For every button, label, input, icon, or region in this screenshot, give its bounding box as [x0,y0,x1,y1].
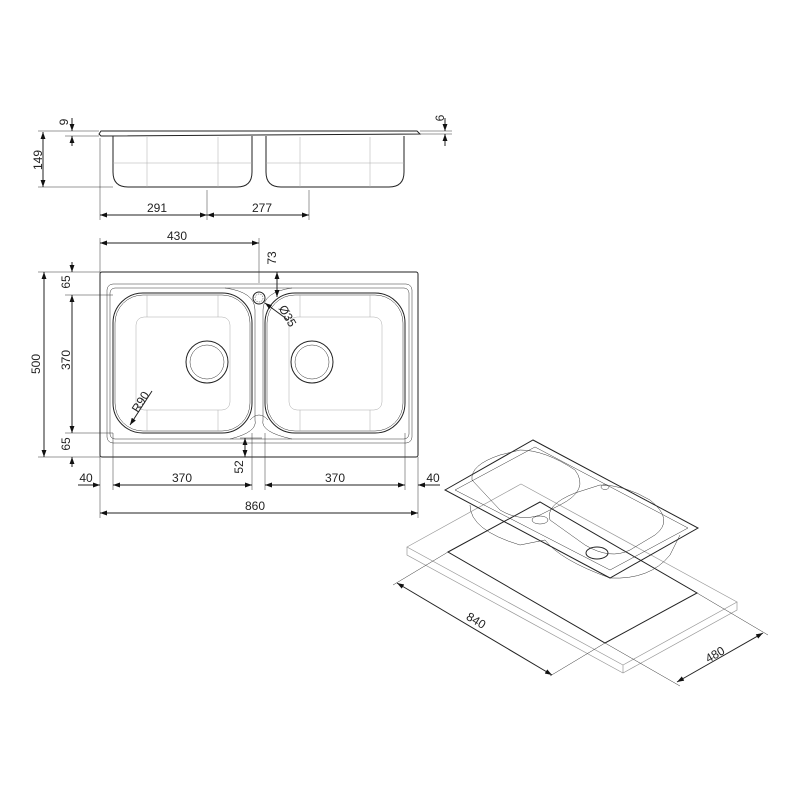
dim-corner-radius: R90 [129,389,153,415]
dim-flange-right: 6 [433,114,447,121]
dim-overall-depth: 500 [29,354,43,374]
dim-divider-offset: 52 [232,460,246,474]
dim-depth: 149 [31,150,45,170]
dim-bowl-right-width: 277 [252,201,272,215]
dim-cutout-width: 840 [464,609,489,631]
dim-tap-offset: 430 [167,229,187,243]
dim-bowl-right: 370 [325,471,345,485]
dim-margin-bottom: 65 [59,437,73,451]
dim-margin-left: 40 [79,471,93,485]
dim-tap-hole: Ø35 [276,303,300,330]
dim-flange-left: 9 [57,118,71,125]
dim-overall-width: 860 [245,499,265,513]
dim-bowl-left-width: 291 [147,201,167,215]
tap-hole [252,291,266,305]
plan-view: 430 73 Ø35 500 65 370 65 R90 52 40 370 3… [29,229,440,518]
dim-cutout-depth: 480 [703,643,728,665]
sink-flange [443,439,700,579]
isometric-view: 840 480 [392,439,769,687]
dim-margin-top: 65 [59,275,73,289]
drain-right [290,340,334,384]
dim-margin-right: 40 [426,471,440,485]
drain-left [185,340,229,384]
dim-bowl-depth: 370 [59,350,73,370]
dim-bowl-left: 370 [172,471,192,485]
dim-tap-from-edge: 73 [265,251,279,265]
side-view: 149 9 6 291 277 [31,114,452,220]
